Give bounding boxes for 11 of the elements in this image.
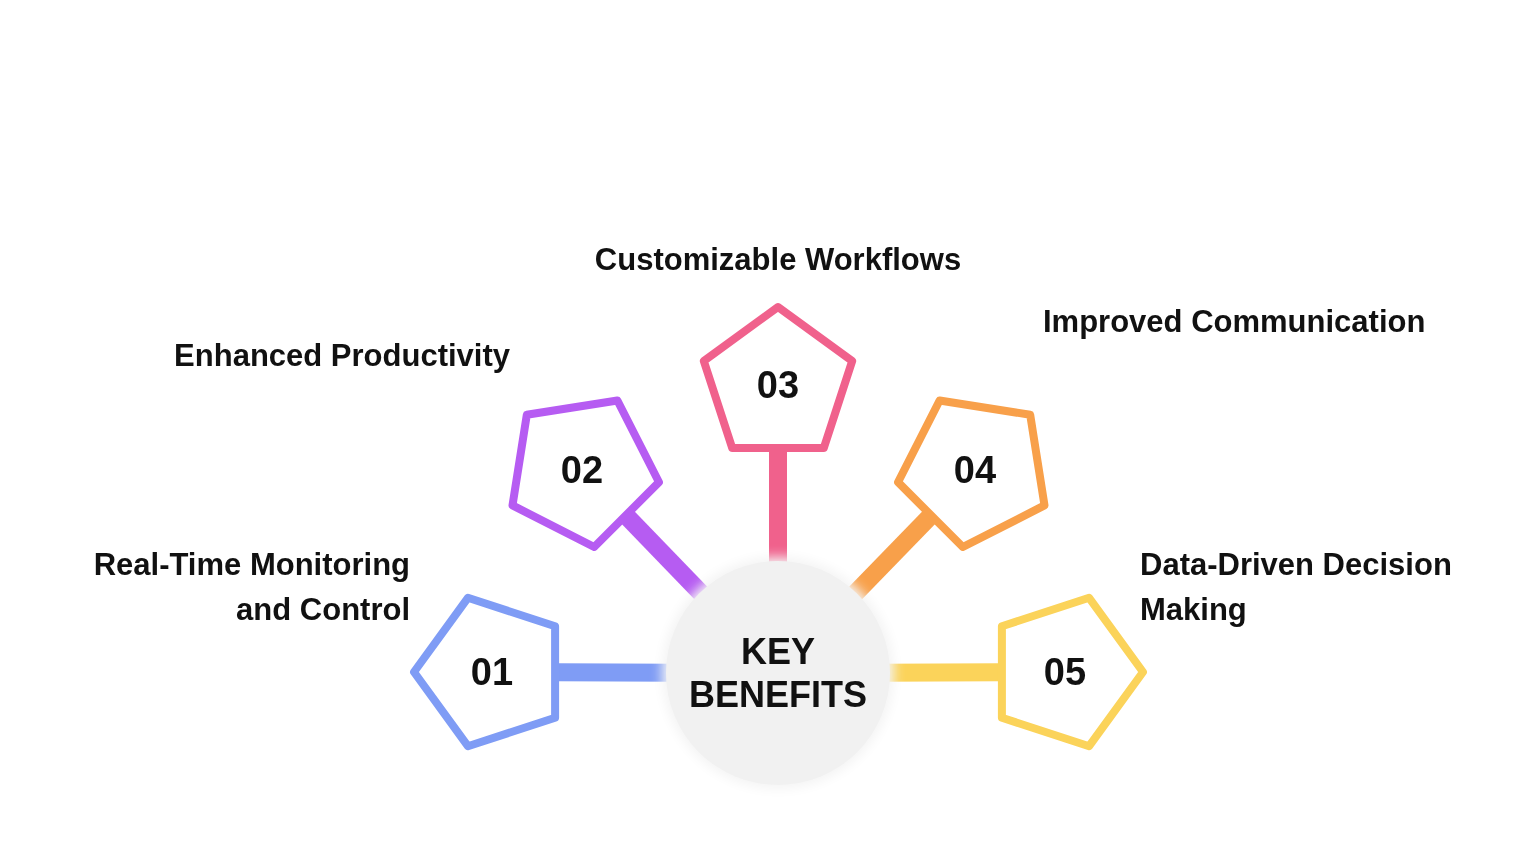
center-title: KEY BENEFITS — [688, 629, 868, 717]
benefit-title: Real-Time Monitoring and Control — [92, 546, 410, 629]
benefit-title: Data-Driven Decision Making — [1140, 546, 1453, 629]
step-number: 03 — [756, 363, 800, 407]
benefit-title: Enhanced Productivity — [173, 337, 510, 375]
step-number: 02 — [560, 448, 604, 492]
step-number: 04 — [953, 448, 997, 492]
step-number: 05 — [1043, 650, 1087, 694]
benefit-title: Improved Communication — [1043, 303, 1427, 341]
step-number: 01 — [470, 650, 514, 694]
benefit-title: Customizable Workflows — [593, 241, 963, 279]
